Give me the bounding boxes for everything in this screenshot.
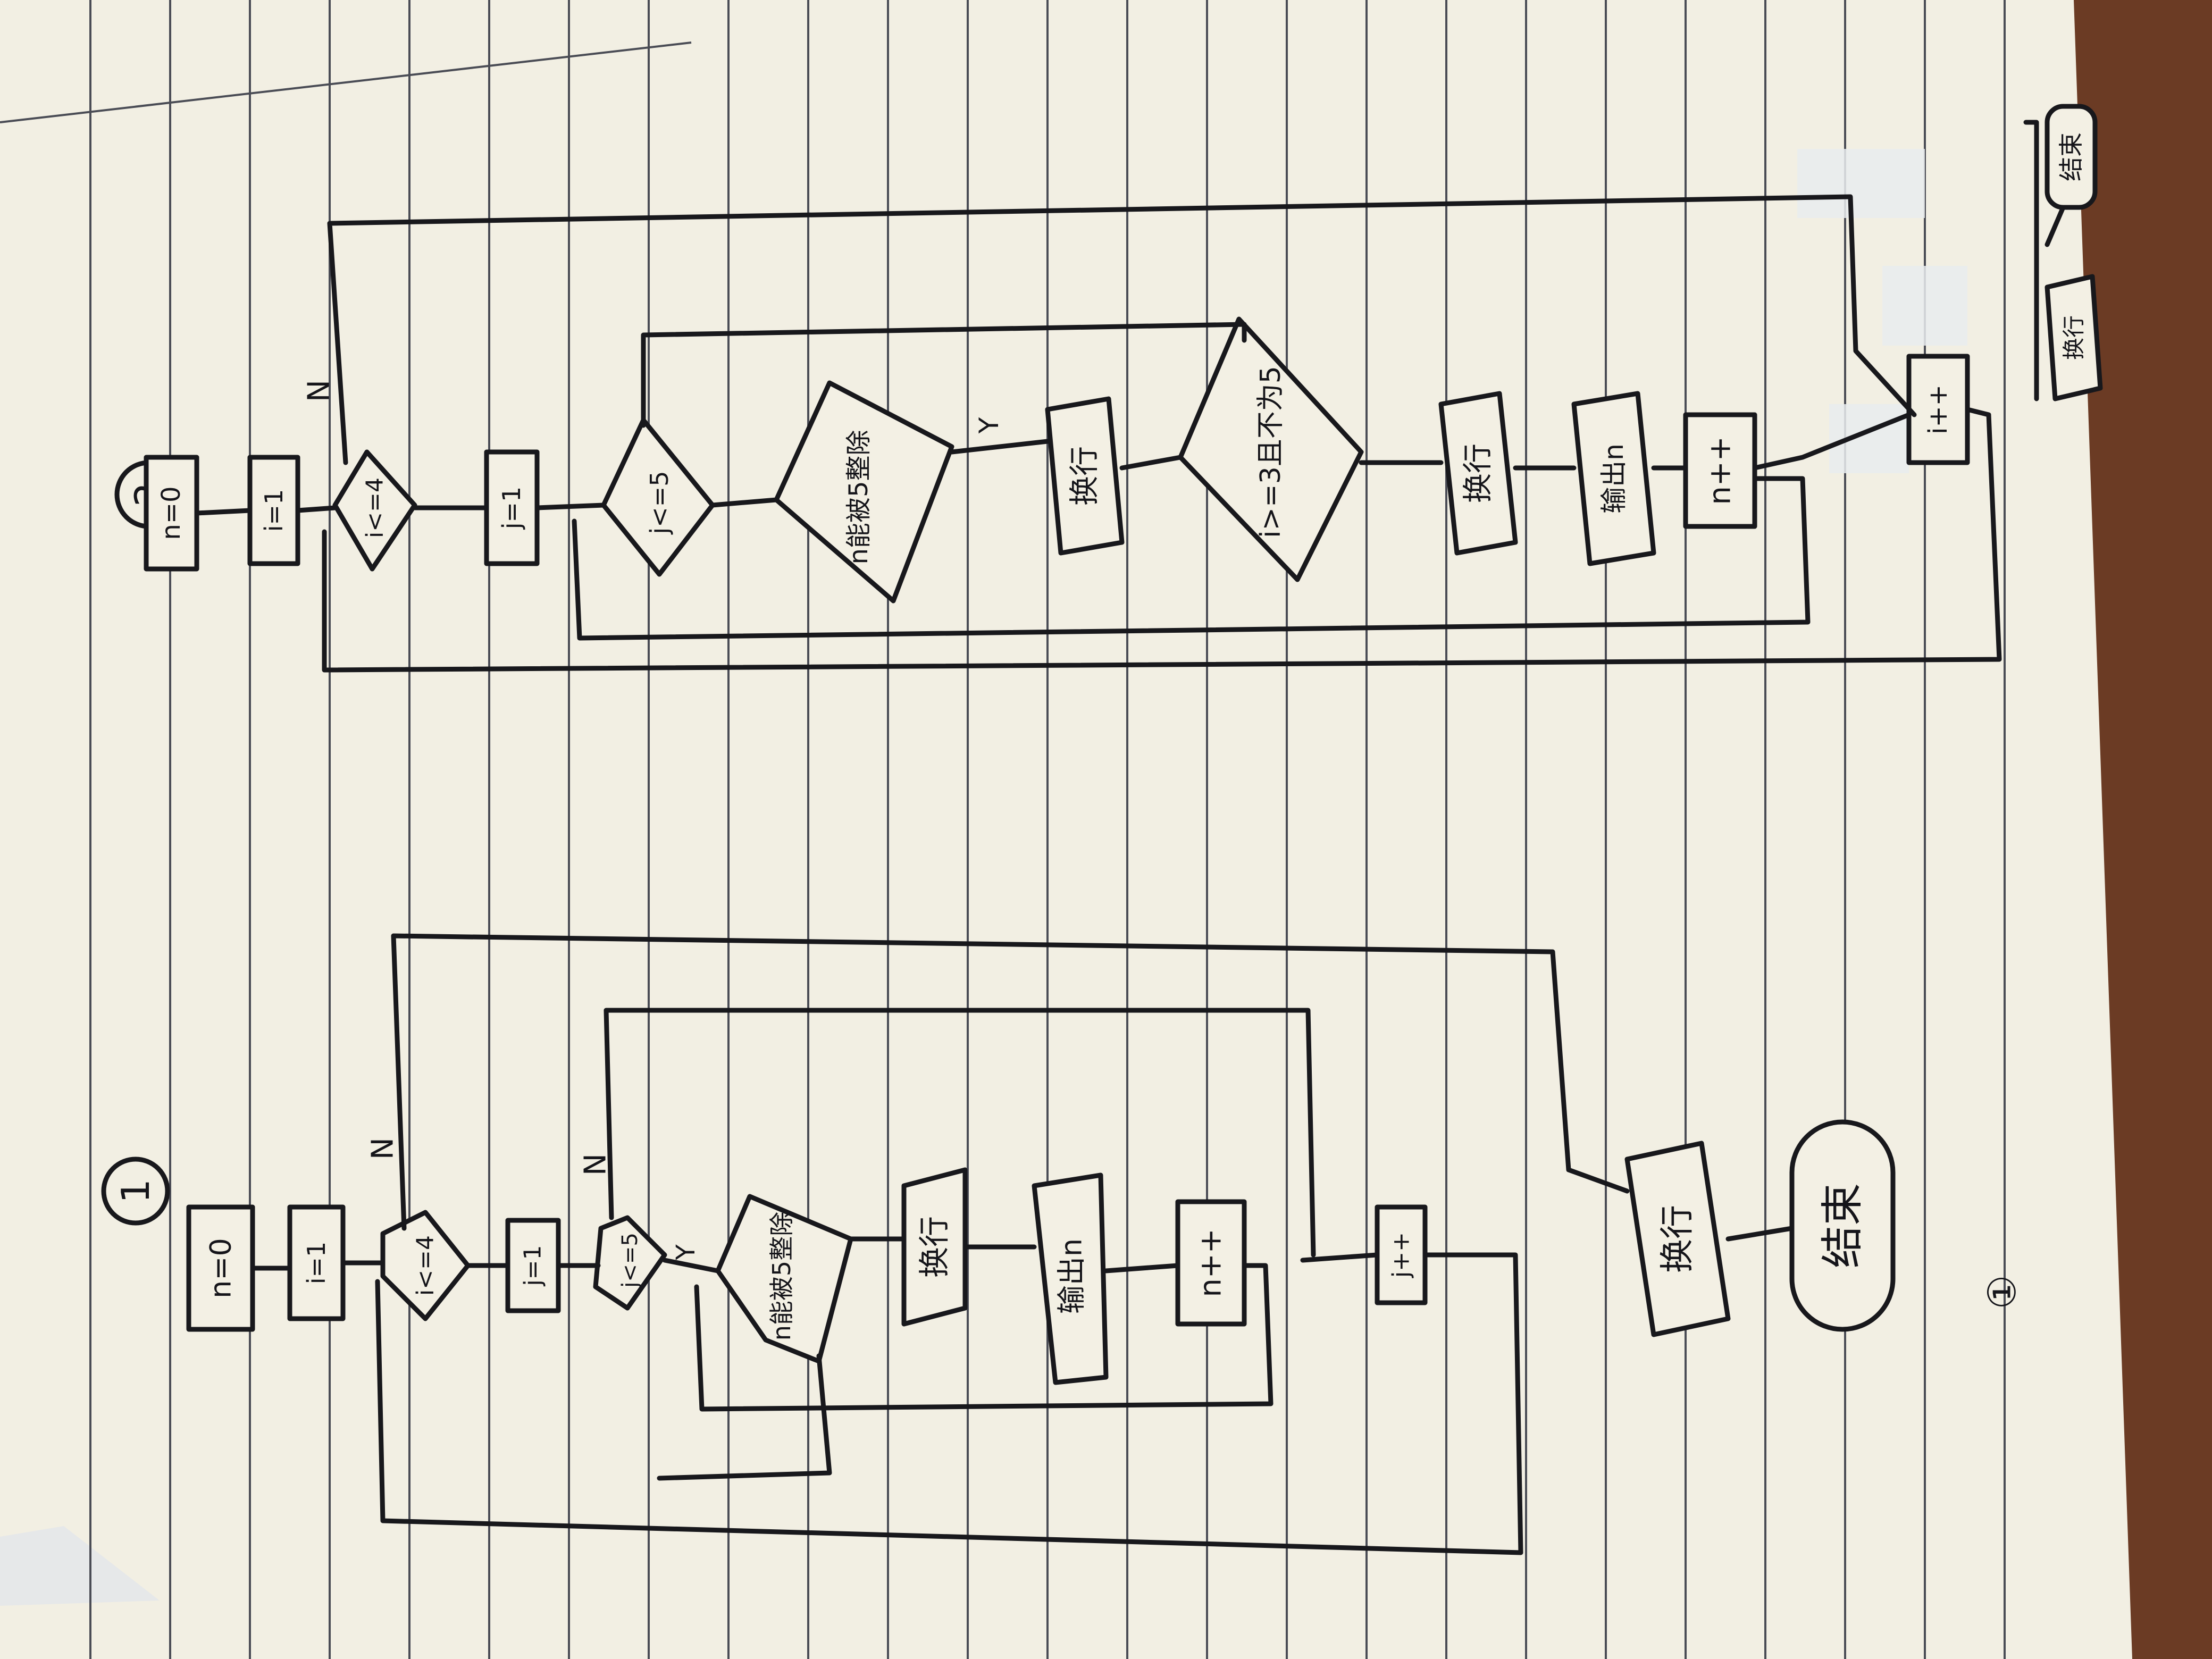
f2-cond-divisible-diamond bbox=[774, 380, 954, 604]
f2-cond-divisible-text: n能被5整除 bbox=[844, 430, 874, 565]
f2-i-inc-box bbox=[1906, 354, 1970, 465]
f1-newline-box bbox=[901, 1167, 968, 1327]
f1-output-text: 输出n bbox=[1055, 1238, 1088, 1314]
f2-n-init-box bbox=[144, 455, 199, 572]
f1-label-n1: N bbox=[366, 1137, 400, 1160]
f2-newline-box bbox=[1045, 396, 1125, 556]
f1-label-y: Y bbox=[671, 1244, 701, 1261]
f2-cond-inner-text: j<=5 bbox=[645, 471, 674, 534]
f2-i-inc-text: i++ bbox=[1923, 384, 1953, 434]
f1-label-n2: N bbox=[579, 1153, 613, 1176]
f2-output-text: 输出n bbox=[1598, 443, 1629, 514]
f1-n-init-box bbox=[186, 1204, 255, 1332]
f1-j-init-text: j=1 bbox=[520, 1245, 547, 1286]
f2-cond-greater-diamond bbox=[1178, 316, 1364, 582]
f1-cond-divisible-text: n能被5整除 bbox=[767, 1212, 796, 1340]
page-fold bbox=[0, 1526, 160, 1606]
f1-output-box bbox=[1032, 1172, 1109, 1385]
f2-n-init-text: n=0 bbox=[156, 486, 186, 540]
section-label-1: 1 bbox=[113, 1179, 158, 1203]
f2-cond-outer-text: i<=4 bbox=[362, 477, 389, 538]
f1-cond-outer-text: i<=4 bbox=[412, 1235, 439, 1296]
f1-cond-inner-text: j<=5 bbox=[618, 1233, 642, 1288]
f2-cond-outer-diamond bbox=[332, 449, 417, 572]
flowchart-2: 2 n=0 i=1 i<=4 j=1 j<=5 n能被5整除 换行 i>=3且不… bbox=[114, 104, 2103, 673]
f1-cond-outer-diamond bbox=[380, 1210, 471, 1321]
f2-counter-text: n++ bbox=[1703, 436, 1738, 505]
f2-end-text: 结束 bbox=[2057, 132, 2085, 181]
f2-label-y: Y bbox=[974, 417, 1004, 434]
f1-counter-box bbox=[1175, 1199, 1247, 1327]
tape-strips bbox=[1797, 149, 1967, 473]
f2-cond-greater-text: i>=3且不为5 bbox=[1255, 366, 1287, 538]
f2-output-end-text: 换行 bbox=[2061, 315, 2087, 360]
f1-page-mark: ① bbox=[1980, 1275, 2024, 1310]
f1-i-init-text: i=1 bbox=[302, 1242, 331, 1285]
f1-newline-end-text: 换行 bbox=[1658, 1205, 1697, 1273]
f1-j-inc-box bbox=[1375, 1204, 1428, 1305]
ruled-lines bbox=[0, 0, 2006, 1659]
f1-n-init-text: n=0 bbox=[204, 1238, 238, 1298]
f1-cond-divisible-diamond bbox=[715, 1194, 853, 1364]
f2-j-init-text: j=1 bbox=[497, 487, 526, 530]
f2-output-end-box bbox=[2045, 274, 2103, 401]
f2-label-n: N bbox=[302, 380, 337, 402]
f2-end-terminator bbox=[2045, 104, 2098, 210]
f1-end-terminator bbox=[1789, 1119, 1896, 1332]
f2-output-box bbox=[1571, 391, 1656, 566]
f1-end-text: 结束 bbox=[1818, 1183, 1867, 1268]
notebook-page bbox=[0, 0, 2132, 1659]
f1-j-inc-text: j++ bbox=[1388, 1232, 1415, 1278]
f1-newline-text: 换行 bbox=[916, 1216, 952, 1278]
flowchart-1: 1 n=0 i=1 i<=4 j=1 j<=5 n能被5整除 换行 输出n n+… bbox=[101, 933, 2024, 1555]
f2-newline-text: 换行 bbox=[1068, 446, 1102, 506]
section-circle-1 bbox=[101, 1157, 170, 1226]
f1-counter-text: n++ bbox=[1194, 1228, 1228, 1297]
f2-newline2-box bbox=[1438, 391, 1518, 556]
f2-counter-box bbox=[1683, 412, 1757, 529]
f2-newline2-text: 换行 bbox=[1461, 443, 1496, 503]
f1-cond-inner-diamond bbox=[593, 1215, 667, 1311]
f1-newline-end-box bbox=[1624, 1141, 1731, 1337]
f2-i-init-text: i=1 bbox=[259, 489, 288, 532]
